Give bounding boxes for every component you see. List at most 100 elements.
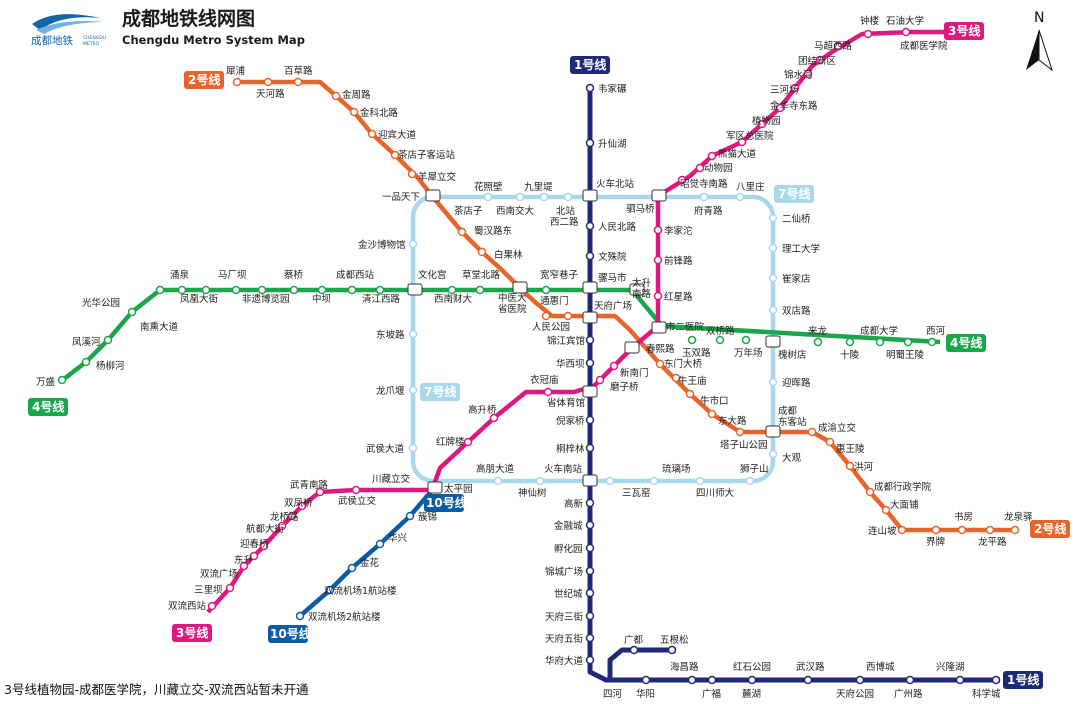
station-label: 迎春桥	[240, 538, 269, 550]
station-label: 杨柳河	[96, 360, 125, 372]
station-label: 华兴	[388, 532, 407, 544]
station-label: 四河	[603, 688, 623, 700]
station-label: 西博城	[866, 661, 895, 673]
station-label: 金融城	[554, 520, 583, 532]
station-label: 非遗博览园	[242, 293, 290, 305]
station-label: 磨子桥	[610, 381, 639, 393]
station-label: 人民北路	[598, 221, 637, 233]
station-label: 东大路	[718, 415, 747, 427]
station-label: 洪河	[854, 461, 874, 473]
station-label: 西二路	[550, 216, 579, 228]
station-label: 龙泉驿	[1004, 511, 1033, 523]
badge-line-7-a: 7号线	[778, 186, 810, 201]
station-label: 书房	[954, 511, 973, 523]
station-label: 成都西站	[336, 269, 375, 281]
station-label: 凤凰大街	[180, 293, 219, 305]
station-label: 大观	[782, 452, 802, 464]
station-label: 琉璃场	[662, 463, 691, 475]
station-label: 文化宫	[418, 269, 447, 281]
station-label: 金周路	[342, 89, 371, 101]
station-label: 太平园	[444, 483, 473, 495]
station-label: 双桥路	[706, 325, 735, 337]
station-label: 连山坡	[868, 525, 897, 537]
station-label: 兴隆湖	[936, 661, 965, 673]
page-subtitle: Chengdu Metro System Map	[122, 33, 305, 47]
station-label: 九里堤	[524, 181, 553, 193]
station-label: 团结新区	[798, 55, 837, 67]
station-label: 三河场	[770, 84, 799, 96]
station-label: 金花	[360, 557, 380, 569]
station-label: 孵化园	[554, 543, 583, 555]
station-label: 迎晖路	[782, 377, 811, 389]
station-label: 马超西路	[814, 40, 853, 52]
station-label: 龙爪堰	[376, 385, 405, 397]
station-label: 高新	[564, 498, 584, 510]
station-label: 牛王庙	[678, 375, 707, 387]
header: 成都地铁 CHENGDU METRO 成都地铁线网图 Chengdu Metro…	[31, 7, 305, 47]
station-label: 凤溪河	[72, 336, 101, 348]
station-label: 航都大街	[246, 523, 285, 535]
station-label: 惠王陵	[836, 443, 865, 455]
station-label: 广福	[702, 688, 721, 700]
station-label: 成都	[778, 405, 798, 417]
station-label: 五根松	[660, 634, 689, 646]
station-label: 塔子山公园	[720, 439, 768, 451]
station-label: 华府大道	[545, 655, 584, 667]
station-label: 十陵	[840, 349, 860, 361]
line-10-path	[298, 486, 436, 618]
station-label: 牛市口	[700, 395, 729, 407]
station-label: 中坝	[312, 293, 332, 305]
station-label: 高朋大道	[476, 463, 515, 475]
station-label: 三瓦窑	[622, 487, 651, 499]
station-label: 大面铺	[890, 499, 919, 511]
station-label: 武侯立交	[338, 495, 377, 507]
line-4-path	[58, 287, 941, 384]
station-label: 双流西站	[168, 600, 207, 612]
station-label: 武汉路	[796, 661, 825, 673]
station-label: 理工大学	[782, 243, 820, 255]
badge-line-4-left: 4号线	[32, 399, 64, 414]
station-label: 太升	[632, 277, 652, 289]
station-dots	[57, 27, 1020, 685]
station-label: 府青路	[694, 205, 723, 217]
badge-line-7-b: 7号线	[424, 384, 456, 399]
station-label: 双流广场	[200, 568, 238, 580]
station-label: 广都	[624, 634, 644, 646]
station-label: 天府五街	[545, 633, 584, 645]
station-label: 红石公园	[733, 661, 771, 673]
station-label: 衣冠庙	[530, 374, 559, 386]
station-label: 韦家碾	[598, 83, 627, 95]
station-label: 玉双路	[682, 347, 711, 359]
station-label: 宽窄巷子	[540, 269, 579, 281]
station-label: 天河路	[256, 88, 285, 100]
station-label: 槐树店	[778, 349, 807, 361]
station-label: 成都医学院	[900, 40, 948, 52]
station-label: 驷马桥	[626, 203, 655, 215]
station-label: 武侯大道	[366, 443, 405, 455]
badge-line-3-bottom: 3号线	[176, 625, 208, 640]
station-label: 草堂北路	[462, 269, 501, 281]
station-labels: 韦家碾 升仙湖 火车北站 人民北路 文殊院 骡马市 天府广场 锦江宾馆 华西坝 …	[36, 15, 1033, 700]
station-label: 川藏立交	[372, 473, 411, 485]
station-label: 西南财大	[434, 293, 473, 305]
station-label: 花照壁	[474, 181, 503, 193]
badge-line-2-left: 2号线	[188, 72, 220, 87]
north-arrow-icon	[1026, 29, 1053, 72]
station-label: 桐梓林	[556, 443, 585, 455]
line-1-path	[587, 88, 1000, 683]
station-label: 西河	[926, 325, 946, 337]
badge-line-1-bottom: 1号线	[1007, 672, 1039, 687]
compass: N	[1026, 10, 1053, 72]
badge-line-4-right: 4号线	[950, 335, 982, 350]
page-title: 成都地铁线网图	[122, 7, 255, 30]
compass-north-label: N	[1034, 10, 1044, 26]
station-label: 南路	[632, 288, 652, 300]
station-label: 北站	[556, 205, 576, 217]
station-label: 清江西路	[362, 293, 401, 305]
station-label: 迎宾大道	[378, 129, 417, 141]
station-label: 马厂坝	[218, 270, 247, 281]
station-label: 白果林	[494, 249, 523, 261]
transfer-stations	[407, 189, 781, 494]
station-label: 科学城	[972, 688, 1001, 700]
